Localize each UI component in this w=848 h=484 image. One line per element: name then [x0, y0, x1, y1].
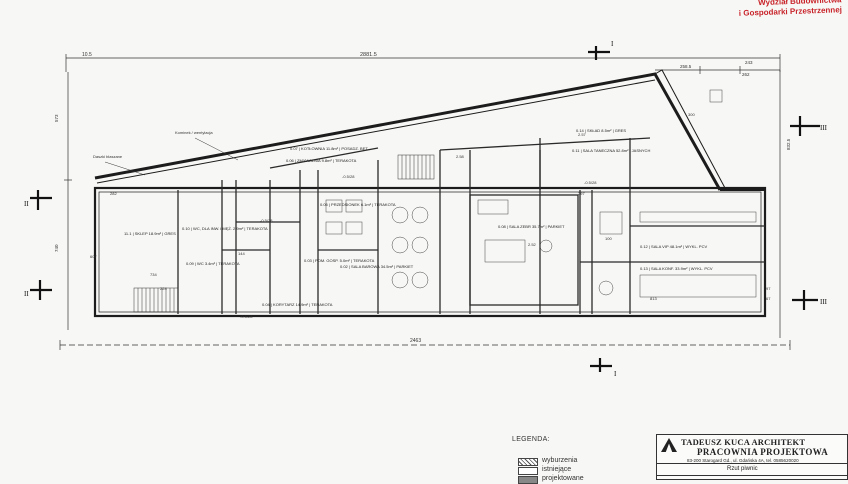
architect-logo-icon [661, 438, 677, 452]
section-label: III [820, 298, 828, 306]
interior-dim: 100 [605, 236, 612, 241]
interior-dim: 607 [90, 254, 97, 259]
interior-dim: 734 [150, 272, 157, 277]
room-label: 0.03 | POM. GOSP. 5.0m² | TERAKOTA [304, 258, 375, 263]
section-markers [30, 46, 820, 372]
interior-dim: 144 [238, 251, 245, 256]
section-label: I [614, 370, 617, 378]
dim-top-right-c: 262 [742, 72, 750, 77]
room-label: 11.1 | SKLEP 18.9m² | GRES [124, 231, 176, 236]
level-mark: -0.5/28 [260, 218, 273, 223]
interior-dim: 2.57 [578, 132, 587, 137]
interior-walls [177, 137, 765, 314]
section-label: III [820, 124, 828, 132]
drawing-title: Rzut piwnic [727, 466, 758, 472]
interior-dim: 282 [110, 191, 117, 196]
room-label: 0.08 | SALA ZEBR 35.7m² | PARKIET [498, 224, 565, 229]
room-label: 0.14 | SKŁAD 8.5m² | GRES [576, 128, 626, 133]
interior-dim: 2.52 [528, 242, 537, 247]
legend-swatch-existing [518, 467, 538, 475]
architect-name: TADEUSZ KUCA ARCHITEKT [681, 437, 806, 447]
dimension-left [64, 72, 72, 330]
room-label: 0.13 | SALA KONF. 33.9m² | WYKL. PCV [640, 266, 713, 271]
title-divider [657, 475, 847, 476]
interior-dim: 224 [160, 286, 167, 291]
room-label: 0.04 | KORYTARZ 14.9m² | TERAKOTA [262, 302, 333, 307]
legend-title: LEGENDA: [512, 436, 550, 443]
room-label: 0.12 | SALA VIP 48.1m² | WYKL. PCV [640, 244, 707, 249]
dimension-bottom [59, 340, 791, 350]
title-block: TADEUSZ KUCA ARCHITEKT PRACOWNIA PROJEKT… [656, 434, 848, 480]
interior-dim: 297 [578, 191, 585, 196]
legend: LEGENDA: wyburzenia istniejące projektow… [512, 436, 652, 484]
title-divider [657, 463, 847, 464]
room-label: 0.10 | WC, DLA INW. i MĘŻ. 2.9m² | TERAK… [182, 226, 268, 231]
dim-right-height: 832.5 [786, 138, 791, 150]
room-label: 0.06 | ZMYWALNIA 9.8m² | TERAKOTA [286, 158, 357, 163]
interior-dim: 813 [650, 296, 657, 301]
studio-name: PRACOWNIA PROJEKTOWA [697, 447, 829, 457]
room-label: 0.09 | WC 3.4m² | TERAKOTA [186, 261, 240, 266]
dim-left-top: 573 [54, 114, 59, 122]
annotation-roof: Daszki blaszane [93, 154, 123, 159]
level-mark: -0.5/28 [240, 314, 253, 319]
dim-top-overall: 2881.5 [360, 52, 377, 58]
room-label: 0.02 | SALA BAROWA 34.5m² | PARKIET [340, 264, 414, 269]
interior-dim: 97 [766, 286, 771, 291]
outer-wall [93, 69, 767, 318]
furniture [325, 89, 757, 298]
legend-item: wyburzenia [542, 457, 578, 464]
section-label: II [24, 290, 29, 298]
section-label: I [611, 40, 614, 48]
legend-swatch-proposed [518, 476, 538, 484]
room-label: 0.07 | KOTŁOWNIA 11.8m² | POSADZ. BET. [290, 146, 368, 151]
room-labels: 11.1 | SKLEP 18.9m² | GRES 0.10 | WC, DL… [124, 128, 713, 307]
section-labels: I I II II III III [24, 40, 828, 378]
interior-dim: 67 [766, 296, 771, 301]
room-label: 0.05 | PRZEDSIONEK 6.1m² | TERAKOTA [320, 202, 396, 207]
dim-top-right-a: 243 [745, 60, 753, 65]
level-mark: -0.5/28 [584, 180, 597, 185]
staircase [133, 154, 435, 313]
level-mark: -0.5/28 [342, 174, 355, 179]
annotation-leaders [104, 137, 239, 176]
interior-dimensions: 282 607 734 813 97 67 100 300 297 144 22… [90, 112, 771, 301]
room-label: 0.11 | SALA TANECZNA 52.8m² | JASNYCH [572, 148, 650, 153]
interior-dim: 300 [688, 112, 695, 117]
legend-item: istniejące [542, 466, 572, 473]
interior-dim: 2.58 [456, 154, 465, 159]
section-label: II [24, 200, 29, 208]
dim-top-right-b: 258.5 [680, 64, 692, 69]
dim-top-left: 10.5 [82, 52, 92, 58]
legend-item: projektowane [542, 475, 584, 482]
annotation-chimney: Kominek / wentylacja [175, 130, 213, 135]
dim-bottom-overall: 2463 [410, 338, 421, 344]
dim-left-height: 740 [54, 244, 59, 252]
legend-swatch-demolition [518, 458, 538, 466]
studio-address: 83-200 Starogard Gd., ul. Gdańska 4A, te… [687, 458, 799, 463]
level-marks: -0.5/28 -0.5/28 -0.5/28 -0.5/28 [240, 174, 597, 319]
dimension-top [65, 54, 781, 74]
